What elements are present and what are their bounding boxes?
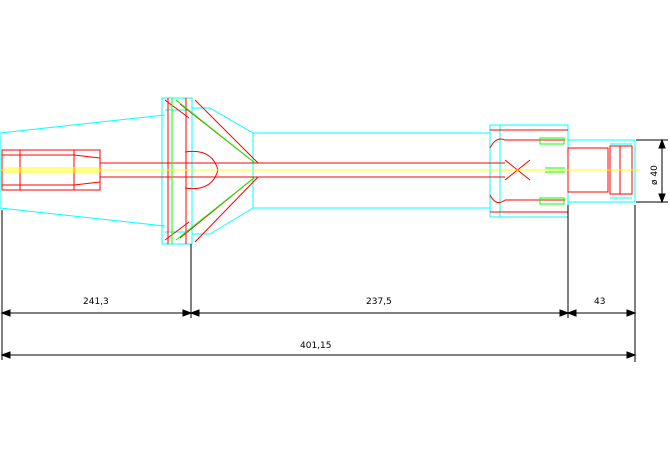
dimension-seg1: 241,3 bbox=[83, 297, 109, 307]
dimension-diameter: ø 40 bbox=[650, 165, 660, 185]
dimension-seg2: 237,5 bbox=[366, 297, 392, 307]
section-lines bbox=[1, 98, 633, 244]
centerline bbox=[0, 167, 640, 173]
accent-lines bbox=[171, 98, 565, 244]
dimension-lines bbox=[0, 138, 668, 362]
tool-outline bbox=[0, 97, 636, 245]
dimension-total: 401,15 bbox=[300, 341, 332, 351]
dimension-seg3: 43 bbox=[594, 297, 605, 307]
